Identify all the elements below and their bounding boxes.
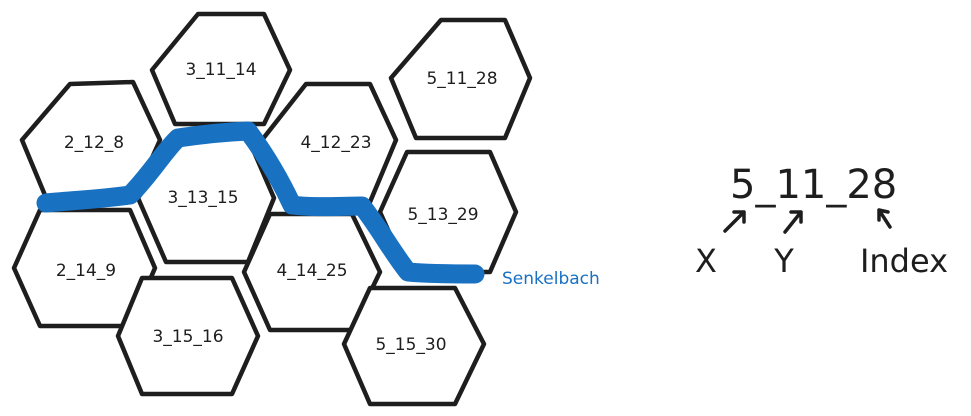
legend: 5_11_28 X Y Index [695, 162, 948, 280]
hex-tile: 4_12_23 [259, 81, 399, 205]
hex-label: 3_11_14 [185, 60, 256, 80]
legend-y-label: Y [773, 242, 794, 280]
river-label: Senkelbach [502, 269, 600, 289]
hex-label: 2_12_8 [64, 133, 124, 153]
hex-label: 5_13_29 [407, 205, 478, 225]
hex-tile: 5_13_29 [377, 149, 519, 275]
index-arrow-icon [877, 208, 892, 229]
hex-label: 2_14_9 [56, 261, 116, 281]
hex-label: 4_12_23 [300, 133, 371, 153]
river-line [36, 121, 485, 284]
hex-tile: 2_12_8 [19, 79, 163, 203]
legend-index-label: Index [860, 242, 948, 280]
y-arrow-icon [783, 210, 803, 234]
hex-label: 3_13_15 [167, 188, 238, 208]
hex-label: 4_14_25 [276, 261, 347, 281]
hex-tile: 5_11_28 [388, 17, 533, 141]
hex-label: 3_15_16 [152, 327, 223, 347]
x-arrow-icon [723, 210, 746, 233]
hex-label: 5_11_28 [426, 69, 497, 89]
hex-label: 5_15_30 [375, 335, 446, 355]
legend-code: 5_11_28 [730, 162, 897, 208]
legend-x-label: X [695, 242, 717, 280]
hex-tile: 5_15_30 [341, 285, 487, 407]
hex-tile: 3_15_16 [115, 275, 261, 397]
hex-tile: 3_11_14 [149, 11, 293, 127]
